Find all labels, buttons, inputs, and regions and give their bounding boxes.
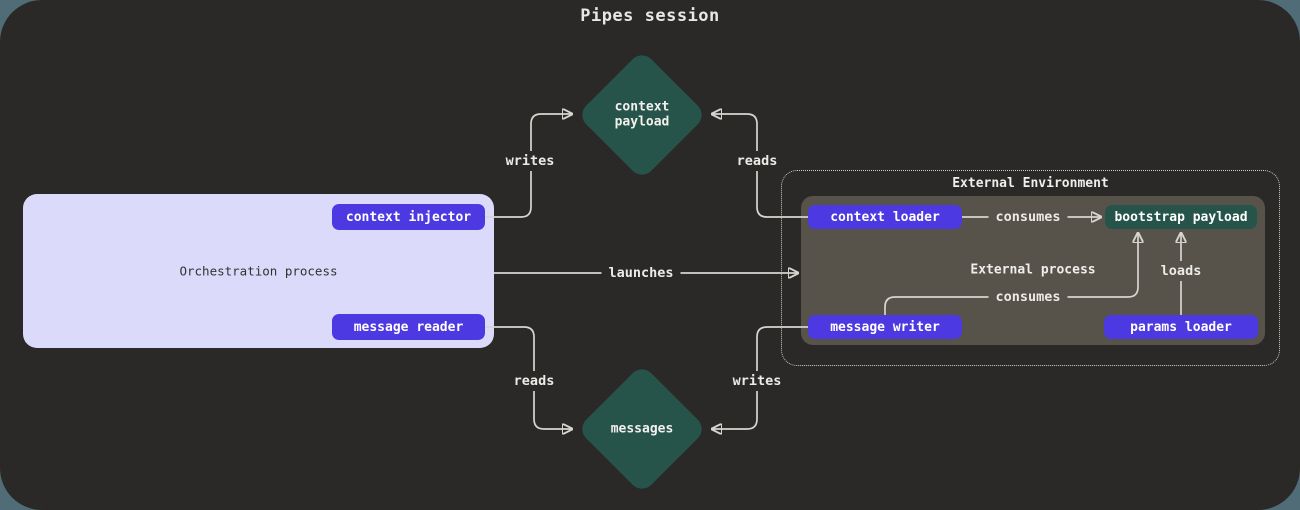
edge-label-launches: launches [601, 263, 681, 283]
message-reader-node: message reader [332, 314, 485, 340]
message-writer-node: message writer [808, 315, 962, 339]
edge-label-loads: loads [1153, 261, 1209, 281]
orchestration-process-label: Orchestration process [179, 263, 338, 279]
context-injector-node: context injector [332, 204, 485, 230]
edge-label-writes-top: writes [498, 151, 562, 171]
edge-label-writes-bottom: writes [725, 371, 789, 391]
diagram-title: Pipes session [580, 6, 720, 26]
context-payload-label: context payload [614, 99, 670, 130]
edge-label-consumes-context: consumes [988, 207, 1068, 227]
edge-label-consumes-messages: consumes [988, 287, 1068, 307]
messages-label: messages [610, 421, 674, 437]
context-loader-node: context loader [808, 205, 962, 229]
bootstrap-payload-node: bootstrap payload [1105, 205, 1257, 229]
orchestration-process-box: Orchestration process context injector m… [23, 194, 494, 348]
edge-label-reads-bottom: reads [506, 371, 562, 391]
params-loader-node: params loader [1104, 315, 1258, 339]
edge-label-reads-top: reads [729, 151, 785, 171]
external-process-label: External process [970, 262, 1096, 278]
external-environment-label: External Environment [952, 176, 1109, 191]
